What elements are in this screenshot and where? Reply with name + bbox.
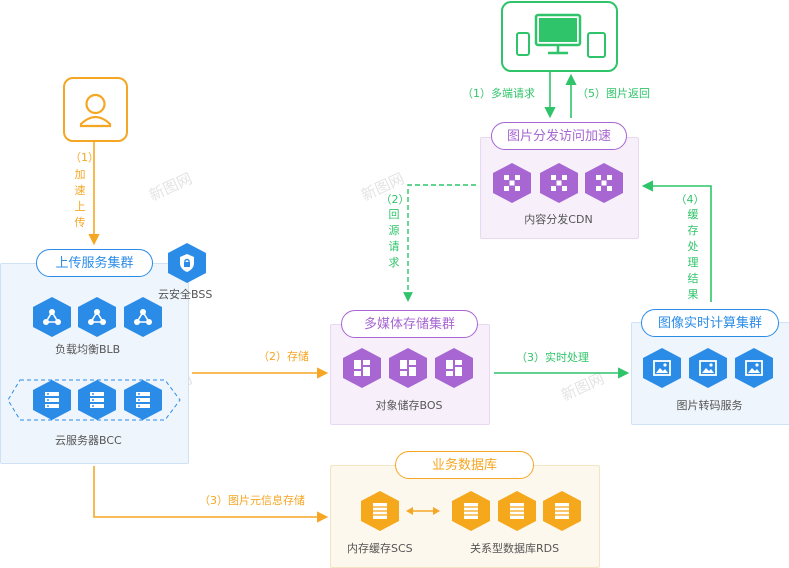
compute-title: 图像实时计算集群 — [641, 309, 779, 337]
upload-panel — [0, 263, 189, 464]
cdn-caption: 内容分发CDN — [524, 213, 593, 226]
database-icon — [361, 491, 399, 531]
realtime-label: （3）实时处理 — [516, 351, 589, 364]
compute-caption: 图片转码服务 — [676, 399, 743, 412]
rds-caption: 关系型数据库RDS — [470, 542, 560, 555]
upload-title: 上传服务集群 — [36, 249, 153, 277]
user-box — [63, 77, 128, 142]
upload-flow-text: 加速上传 — [74, 168, 86, 229]
bcc-caption: 云服务器BCC — [55, 434, 122, 447]
meta-label: （3）图片元信息存储 — [199, 494, 305, 507]
origin-arrow — [403, 184, 476, 302]
storage-title: 多媒体存储集群 — [341, 310, 478, 338]
devices-box — [501, 1, 618, 72]
cache-caption: 内存缓存SCS — [347, 542, 413, 555]
meta-arrow — [93, 466, 329, 523]
request-label: （1）多端请求 — [462, 87, 535, 100]
storage-caption: 对象储存BOS — [375, 399, 443, 412]
store-label: （2）存储 — [258, 350, 309, 363]
origin-flow-num: （2） — [380, 193, 410, 206]
user-icon — [79, 93, 112, 128]
sync-arrow — [406, 507, 440, 515]
upload-flow-num: （1） — [70, 151, 99, 164]
database-title: 业务数据库 — [395, 451, 534, 479]
cache-flow-text: 缓存处理结果 — [687, 208, 699, 301]
cache-flow-num: （4） — [675, 193, 705, 206]
lb-caption: 负载均衡BLB — [55, 343, 121, 356]
security-caption: 云安全BSS — [158, 288, 213, 301]
cache-arrow — [641, 180, 712, 302]
multi-device-icon — [516, 13, 606, 58]
return-label: （5）图片返回 — [577, 87, 650, 100]
origin-flow-text: 回源请求 — [388, 208, 400, 269]
cdn-title: 图片分发访问加速 — [491, 122, 627, 150]
